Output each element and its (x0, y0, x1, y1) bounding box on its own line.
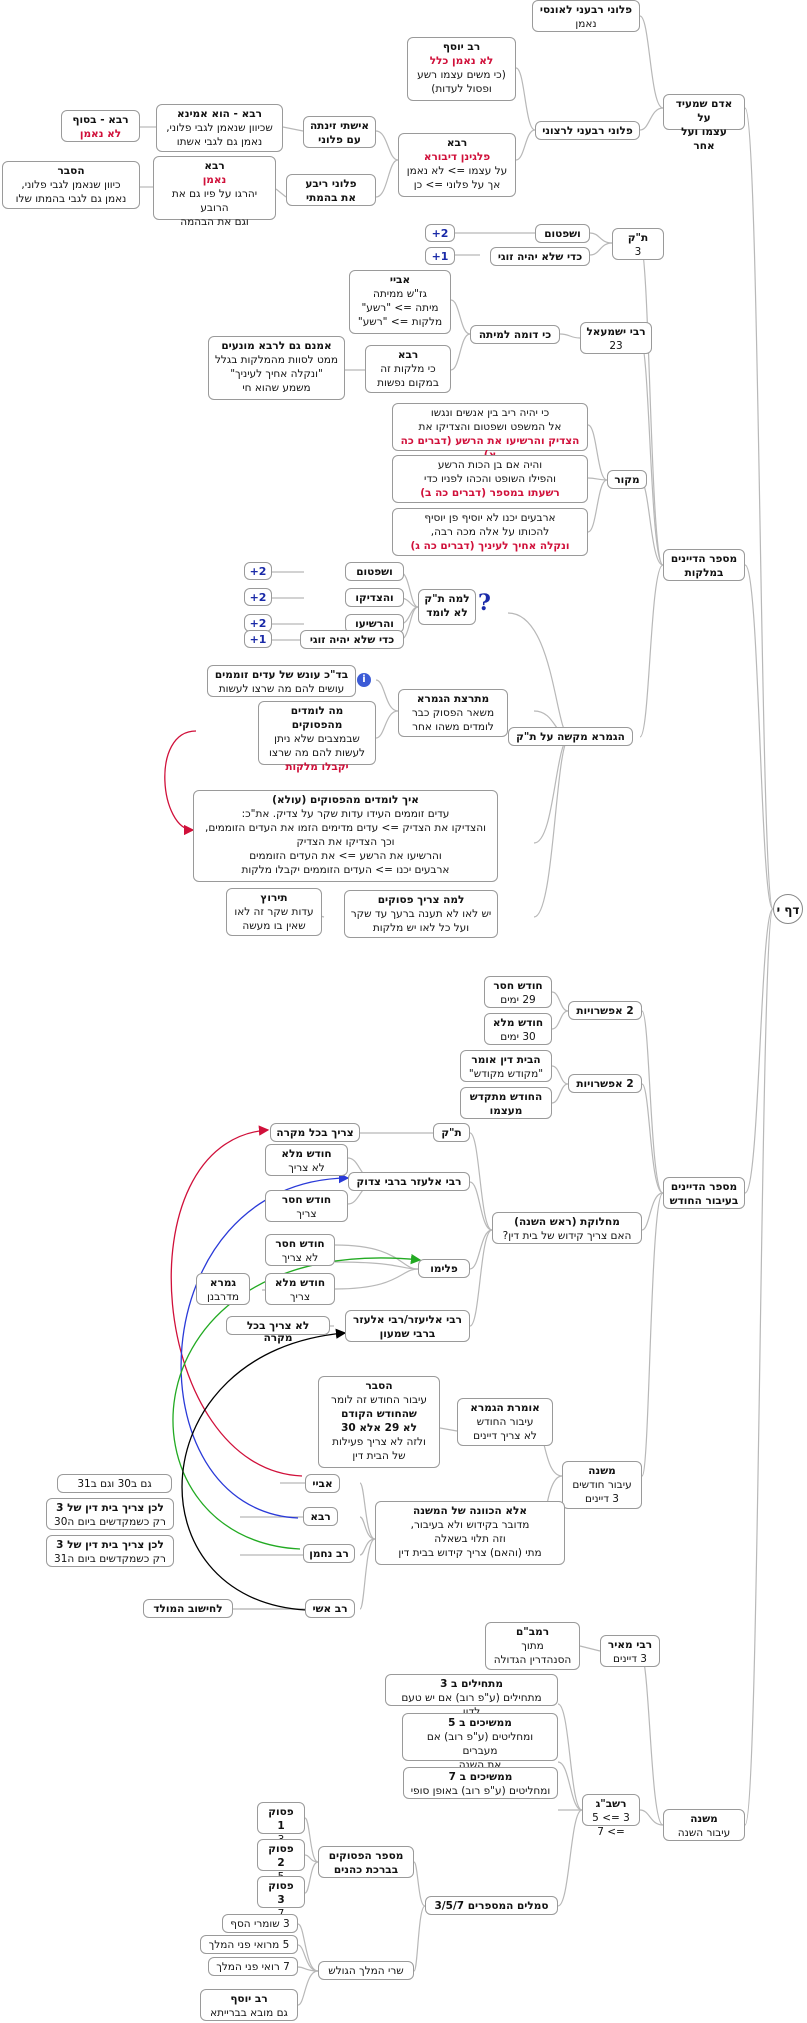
rabi-eliezer-tzadok-label: רבי אלעזר ברבי צדוק (348, 1172, 470, 1191)
kedei-label: כדי שלא יהיה זוגי (490, 247, 590, 266)
rav-ashi-label: רב אשי (305, 1599, 355, 1618)
ki-dome-label: כי דומה למיתה (470, 325, 560, 344)
beit-din-node: הבית דין אומר"מקודש מקודש" (460, 1050, 552, 1082)
tzarich-bechol-label: צריך בכל מקרה (270, 1123, 360, 1142)
plus-one-badge: +1 (244, 630, 272, 648)
veshaftu-label: ושפטום (535, 224, 590, 243)
shomrei-node: 3 שומרי הסף (222, 1914, 298, 1933)
meroei-node: 5 מרואי פני המלך (200, 1935, 298, 1954)
rava-label: רבא (303, 1507, 338, 1526)
pasuk1-node: פסוק 13 (257, 1802, 305, 1846)
two-options-label: 2 אפשרויות (568, 1001, 642, 1020)
hagemara-label: הגמרא מקשה על ת"ק (508, 727, 633, 746)
pluni-lertzoni-node: פלוני רבעני לרצוני (535, 121, 640, 140)
veshaftu2-label: ושפטום (345, 562, 404, 581)
vehitzdiku-label: והצדיקו (345, 588, 404, 607)
machloket-node: מחלוקת (ראש השנה)האם צריך קידוש של בית ד… (492, 1212, 642, 1244)
pasuk2-node: פסוק 25 (257, 1839, 305, 1883)
question-icon: ? (478, 590, 491, 616)
lo-tzarich-label: לא צריך בכל מקרה (226, 1316, 330, 1344)
kedei2-label: כדי שלא יהיה זוגי (300, 630, 404, 649)
makor-label: מקור (607, 470, 647, 489)
plus-one-badge: +1 (425, 247, 455, 265)
abaye-label: אביי (305, 1474, 340, 1493)
plus-two-badge: +2 (244, 614, 272, 632)
root-node: דף י (773, 894, 803, 924)
lechishuv-label: לחישוב המולד (143, 1599, 233, 1618)
eich-lomdim-node: איך לומדים מהפסוקים (עולא)עדים זוממים הע… (193, 790, 498, 882)
roei-node: 7 רואי פני המלך (208, 1957, 298, 1976)
rav-nachman-label: רב נחמן (303, 1544, 355, 1563)
plimo-label: פלימו (418, 1259, 470, 1278)
smalim-label: סמלים המספרים 3/5/7 (425, 1896, 558, 1915)
gam30-node: גם ב30 וגם ב31 (57, 1474, 172, 1493)
two-options-label: 2 אפשרויות (568, 1074, 642, 1093)
plus-two-badge: +2 (244, 562, 272, 580)
plus-two-badge: +2 (244, 588, 272, 606)
info-icon: i (357, 673, 371, 687)
tk-label: ת"ק (433, 1123, 470, 1142)
plus-two-badge: +2 (425, 224, 455, 242)
pasuk3-node: פסוק 37 (257, 1876, 305, 1920)
sarei-node: שרי המלך הגולש (318, 1961, 414, 1980)
